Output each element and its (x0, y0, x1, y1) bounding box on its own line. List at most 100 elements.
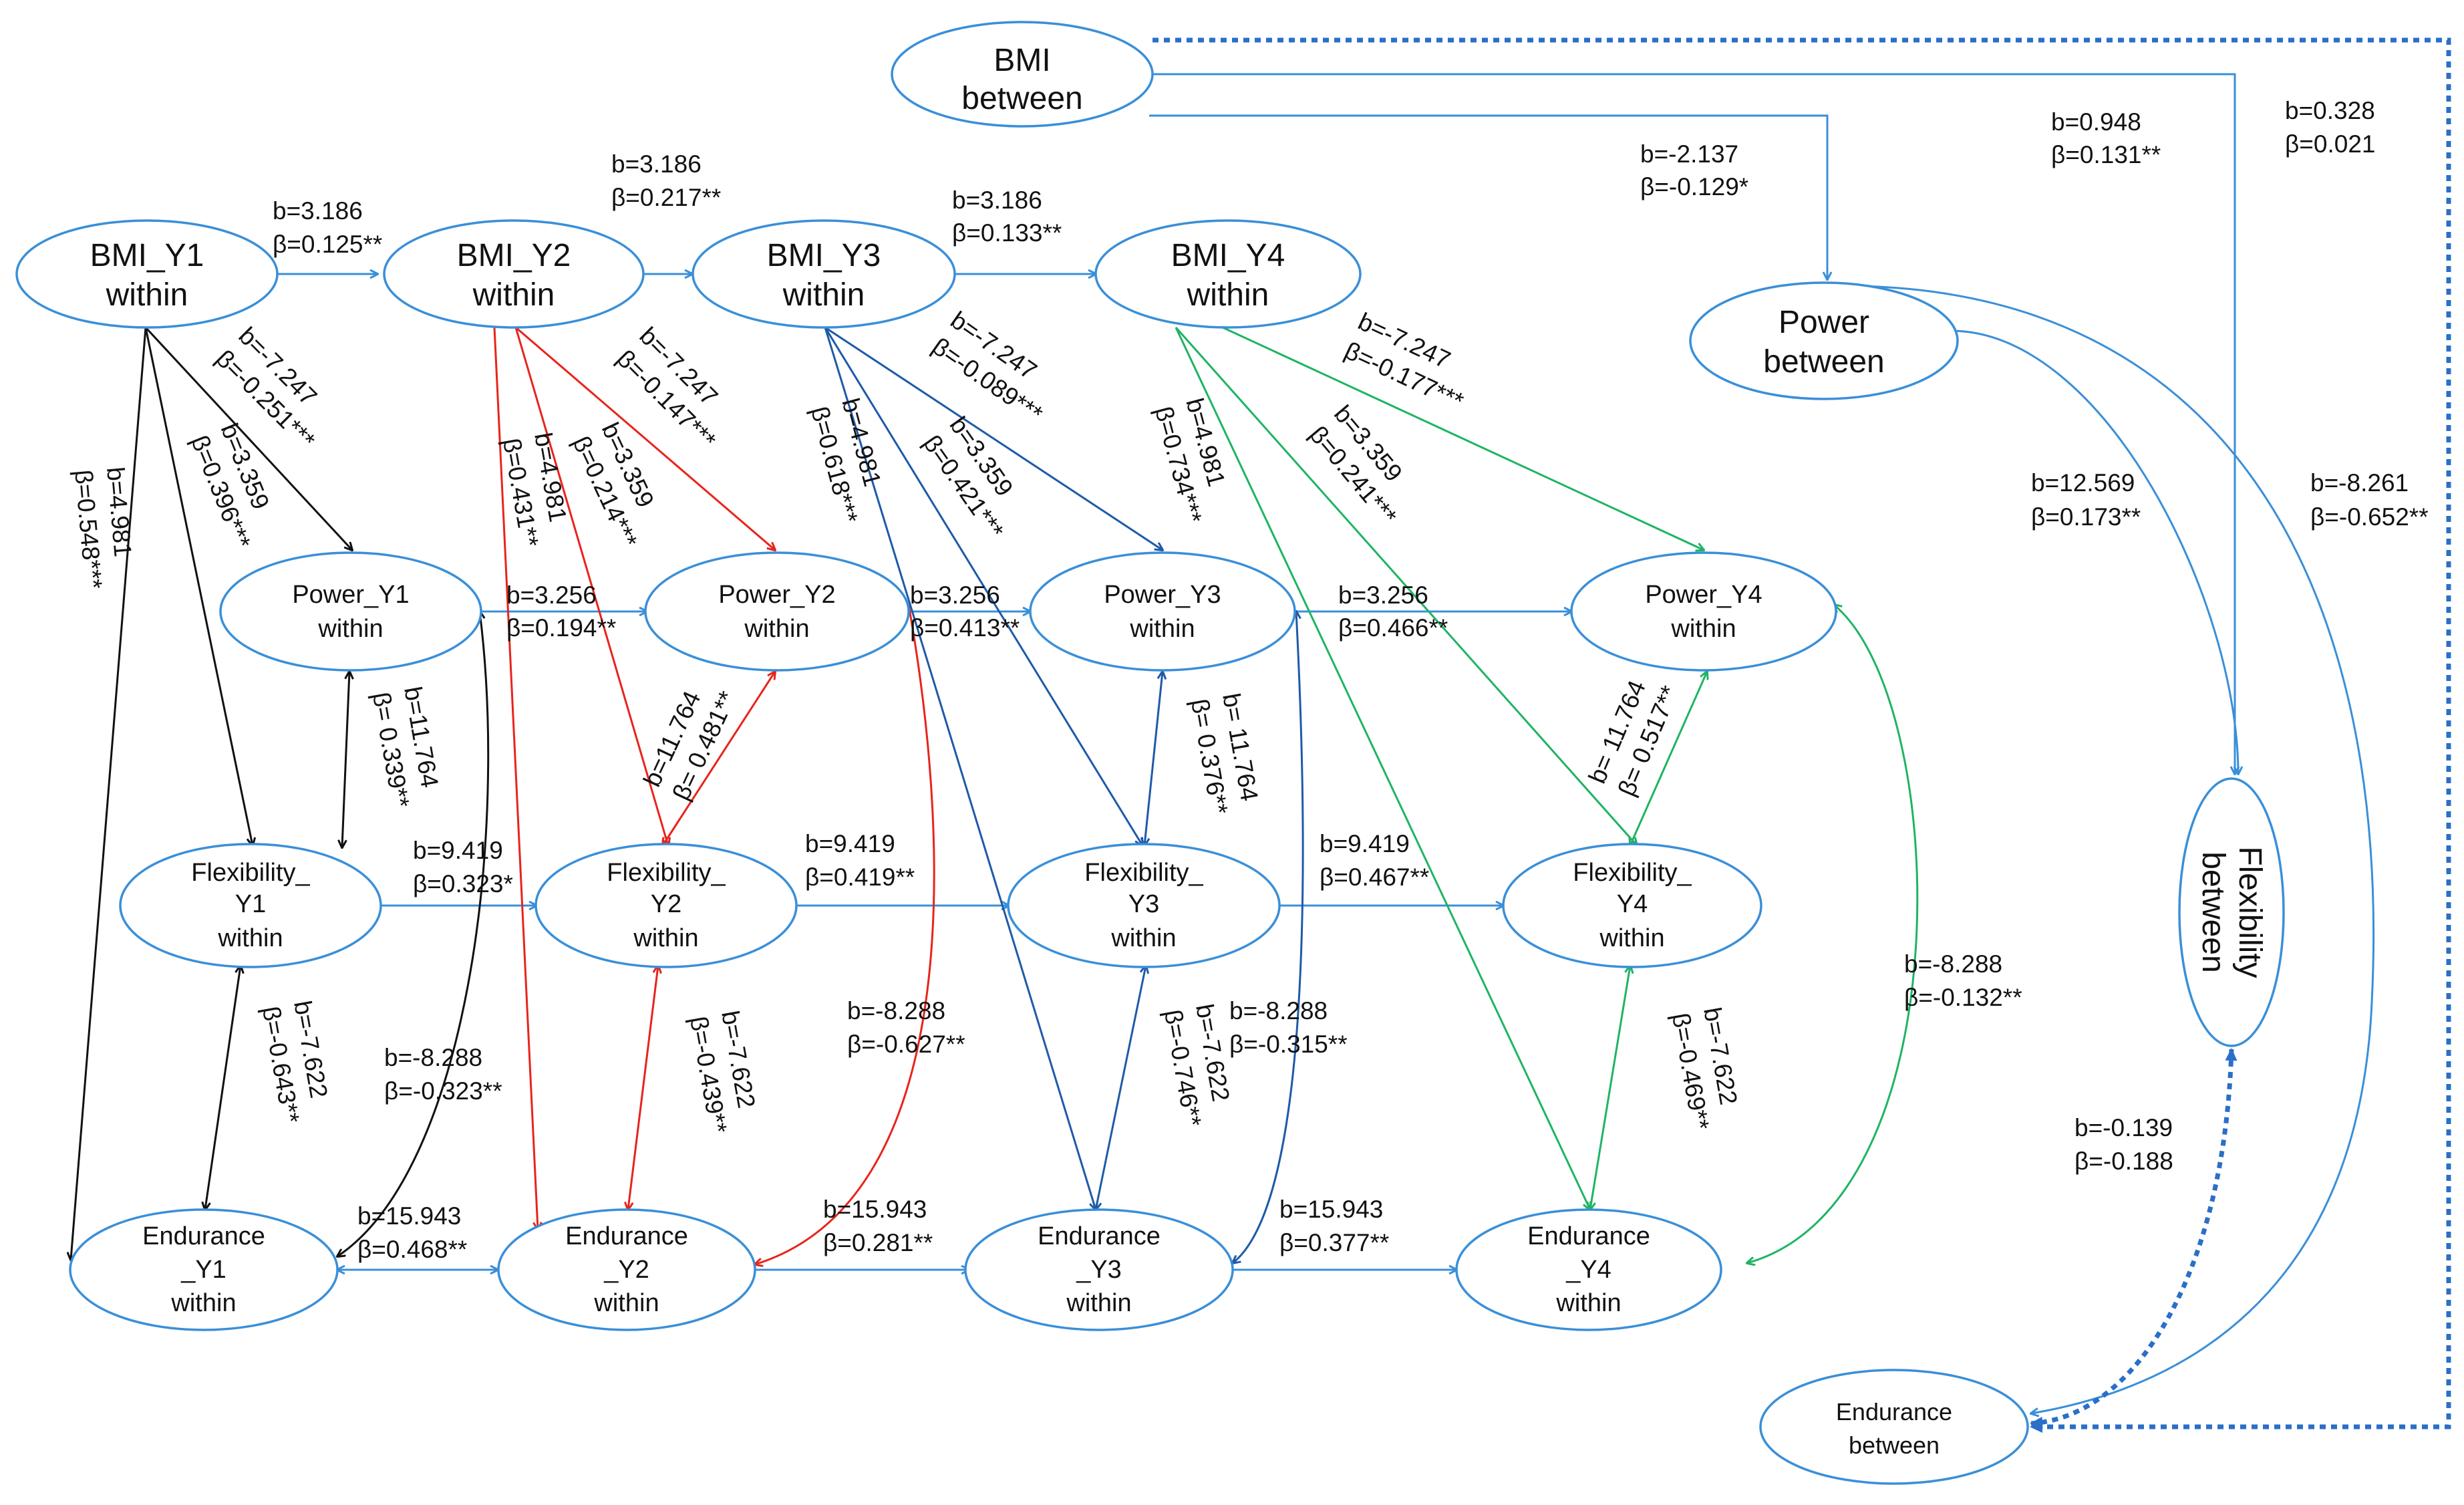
node-flexibility-between: Flexibility between (2178, 777, 2285, 1047)
svg-text:BMI: BMI (993, 43, 1050, 78)
svg-text:b=12.569: b=12.569 (2031, 469, 2135, 497)
svg-text:between: between (2195, 851, 2231, 972)
svg-text:β=0.281**: β=0.281** (823, 1229, 933, 1256)
svg-text:β=0.021: β=0.021 (2285, 130, 2375, 158)
svg-text:within: within (782, 277, 865, 313)
svg-text:between: between (1849, 1431, 1940, 1459)
svg-text:β=0.131**: β=0.131** (2051, 141, 2161, 168)
edge-bmi4-power (1222, 326, 1704, 550)
svg-text:Power: Power (1779, 305, 1869, 340)
svg-text:b=-8.288: b=-8.288 (384, 1044, 482, 1071)
svg-text:within: within (1187, 277, 1269, 313)
node-bmi-y2: BMI_Y2 within (383, 219, 645, 329)
node-end-y3: Endurance _Y3 within (964, 1208, 1234, 1331)
svg-text:Endurance: Endurance (1038, 1222, 1161, 1250)
edge-power2-flex2 (663, 672, 775, 845)
svg-text:Endurance: Endurance (142, 1222, 265, 1250)
svg-text:β=0.419**: β=0.419** (805, 863, 915, 891)
svg-text:Flexibility_: Flexibility_ (191, 859, 310, 887)
edge-bmi1-power (144, 326, 352, 550)
svg-text:Flexibility_: Flexibility_ (1573, 859, 1692, 887)
svg-text:b=3.186: b=3.186 (273, 197, 363, 225)
node-power-between: Power between (1689, 281, 1959, 400)
svg-text:between: between (961, 81, 1082, 116)
node-bmi-between: BMI between (891, 21, 1154, 128)
edge-bmi2-flex (514, 327, 668, 845)
edge-flex2-end2 (628, 966, 658, 1210)
svg-text:β=0.125**: β=0.125** (273, 231, 382, 258)
svg-text:b=-8.288: b=-8.288 (847, 997, 945, 1024)
svg-text:within: within (317, 615, 383, 643)
svg-text:b=9.419: b=9.419 (1320, 830, 1410, 857)
node-end-y1: Endurance _Y1 within (69, 1208, 339, 1331)
label-flex-y2-y3: b=9.419 β=0.419** (805, 830, 915, 891)
label-bmi-between-flex: b=0.948 β=0.131** (2051, 108, 2161, 168)
svg-text:β=-0.132**: β=-0.132** (1904, 984, 2022, 1011)
svg-text:within: within (472, 277, 555, 313)
svg-text:between: between (1763, 344, 1884, 380)
node-power-y4: Power_Y4 within (1570, 551, 1837, 672)
svg-text:Y2: Y2 (651, 890, 681, 918)
svg-text:within: within (633, 924, 698, 952)
svg-text:β=0.133**: β=0.133** (952, 219, 1062, 247)
edge-bmi1-flex (144, 327, 253, 845)
svg-text:b=-2.137: b=-2.137 (1640, 140, 1738, 168)
edge-power3-end3 (1233, 611, 1304, 1263)
svg-text:b=-8.261: b=-8.261 (2310, 469, 2409, 497)
svg-text:b=9.419: b=9.419 (413, 837, 503, 864)
svg-text:Flexibility_: Flexibility_ (607, 859, 726, 887)
edge-power3-flex3 (1144, 672, 1163, 845)
svg-text:b=15.943: b=15.943 (1279, 1196, 1383, 1223)
svg-text:within: within (106, 277, 188, 313)
edge-power2-end2 (755, 604, 935, 1264)
edge-bmi4-flex (1175, 327, 1637, 845)
svg-text:within: within (1599, 924, 1664, 952)
edge-flex1-end1 (205, 966, 241, 1210)
svg-text:Y3: Y3 (1128, 890, 1159, 918)
svg-text:within: within (217, 924, 283, 952)
svg-text:β=-0.315**: β=-0.315** (1229, 1031, 1348, 1058)
edge-bmi1-end (71, 327, 147, 1260)
svg-text:Endurance: Endurance (1527, 1222, 1650, 1250)
label-pe-y4: b=-8.288 β=-0.132** (1904, 950, 2022, 1011)
svg-text:β=0.173**: β=0.173** (2031, 503, 2141, 531)
svg-text:b=-8.288: b=-8.288 (1904, 950, 2002, 978)
svg-text:within: within (170, 1289, 236, 1317)
svg-text:_Y3: _Y3 (1076, 1256, 1122, 1284)
svg-text:b=0.948: b=0.948 (2051, 108, 2141, 136)
edge-bmi3-flex (824, 327, 1142, 845)
label-bmi-y1-y2: b=3.186 β=0.125** (273, 197, 382, 258)
svg-text:β=0.413**: β=0.413** (910, 614, 1020, 642)
svg-text:Y1: Y1 (235, 890, 266, 918)
svg-text:BMI_Y2: BMI_Y2 (457, 238, 571, 273)
svg-text:β=-0.323**: β=-0.323** (384, 1077, 502, 1105)
svg-text:b=-8.288: b=-8.288 (1229, 997, 1328, 1024)
svg-text:_Y4: _Y4 (1565, 1256, 1611, 1284)
svg-text:b=-0.139: b=-0.139 (2074, 1114, 2173, 1141)
node-power-y3: Power_Y3 within (1029, 551, 1296, 672)
node-flex-y3: Flexibility_ Y3 within (1007, 843, 1281, 968)
svg-text:b=3.256: b=3.256 (1338, 581, 1428, 609)
svg-text:b=9.419: b=9.419 (805, 830, 895, 857)
svg-text:within: within (1129, 615, 1195, 643)
svg-text:Power_Y1: Power_Y1 (292, 581, 409, 609)
node-flex-y2: Flexibility_ Y2 within (534, 843, 798, 968)
svg-text:β=0.377**: β=0.377** (1279, 1229, 1389, 1256)
svg-text:within: within (744, 615, 809, 643)
